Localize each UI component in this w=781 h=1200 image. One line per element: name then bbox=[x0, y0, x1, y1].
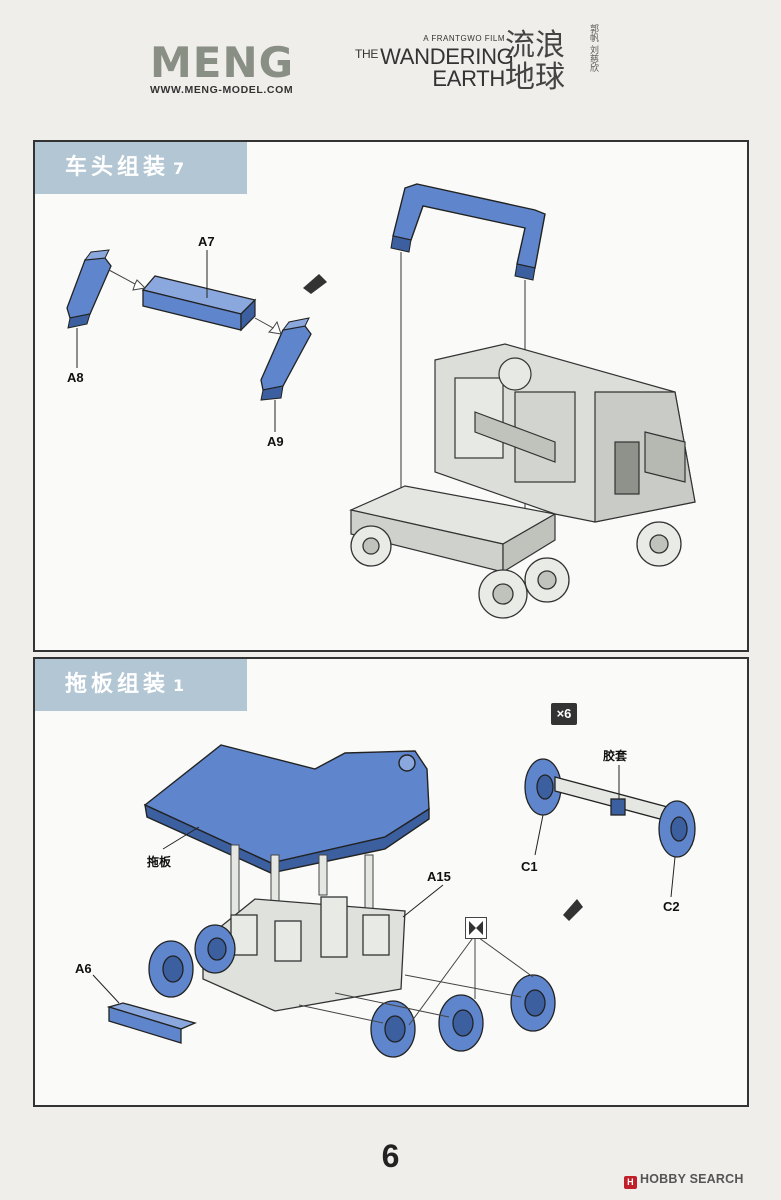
label-a15: A15 bbox=[427, 869, 451, 884]
step-title-text: 车头组装 bbox=[65, 155, 170, 180]
part-a8 bbox=[66, 249, 112, 329]
film-title-chinese: 流浪地球 bbox=[505, 28, 565, 95]
film-title-line2: EARTH bbox=[432, 66, 505, 91]
logo-url: WWW.MENG-MODEL.COM bbox=[150, 84, 294, 96]
film-title-line1: THEWANDERING bbox=[355, 43, 514, 68]
film-title-block: A FRANTGWO FILM THEWANDERING EARTH bbox=[355, 34, 514, 91]
label-a8: A8 bbox=[67, 370, 84, 385]
part-a6 bbox=[106, 1002, 197, 1044]
part-a9 bbox=[260, 317, 312, 401]
part-chassis-a15 bbox=[202, 896, 406, 1012]
watermark-text: HOBBY SEARCH bbox=[640, 1172, 744, 1186]
trailer-assembly-illustration bbox=[92, 744, 696, 1058]
assembly-arrows bbox=[108, 269, 282, 335]
direction-arrow-2 bbox=[563, 899, 583, 921]
part-deck-plate bbox=[143, 744, 430, 875]
film-credits: 郭帆 刘慈欣 bbox=[588, 24, 598, 72]
film-the: THE bbox=[355, 47, 379, 61]
vehicle-cab-body bbox=[349, 343, 696, 574]
part-a7 bbox=[141, 275, 257, 332]
axle-lines bbox=[298, 934, 534, 1026]
part-handle bbox=[390, 183, 546, 281]
label-c1: C1 bbox=[521, 859, 538, 874]
hobby-search-icon: H bbox=[624, 1176, 637, 1189]
label-rubber-sleeve: 胶套 bbox=[603, 749, 628, 763]
logo-wordmark: MENG bbox=[150, 38, 295, 87]
cement-icon bbox=[465, 917, 487, 939]
label-a9: A9 bbox=[267, 434, 284, 449]
label-deck: 拖板 bbox=[147, 855, 172, 869]
quantity-badge: ×6 bbox=[551, 703, 577, 725]
step-number: 1 bbox=[173, 676, 185, 695]
page-header: MENG WWW.MENG-MODEL.COM A FRANTGWO FILM … bbox=[0, 0, 781, 130]
direction-arrow bbox=[303, 274, 327, 294]
label-c2: C2 bbox=[663, 899, 680, 914]
page-number: 6 bbox=[381, 1138, 400, 1174]
cab-assembly-illustration bbox=[66, 183, 696, 619]
label-a6: A6 bbox=[75, 961, 92, 976]
step-number: 7 bbox=[173, 159, 185, 178]
wheels-cab bbox=[350, 521, 682, 619]
label-a7: A7 bbox=[198, 234, 215, 249]
part-axle-c1-c2 bbox=[524, 758, 696, 858]
wheels-trailer bbox=[148, 924, 556, 1058]
meng-logo: MENG WWW.MENG-MODEL.COM bbox=[150, 38, 330, 97]
film-title-word1: WANDERING bbox=[380, 44, 514, 69]
film-presenter: A FRANTGWO FILM bbox=[423, 34, 505, 43]
step-title-text: 拖板组装 bbox=[65, 672, 170, 697]
